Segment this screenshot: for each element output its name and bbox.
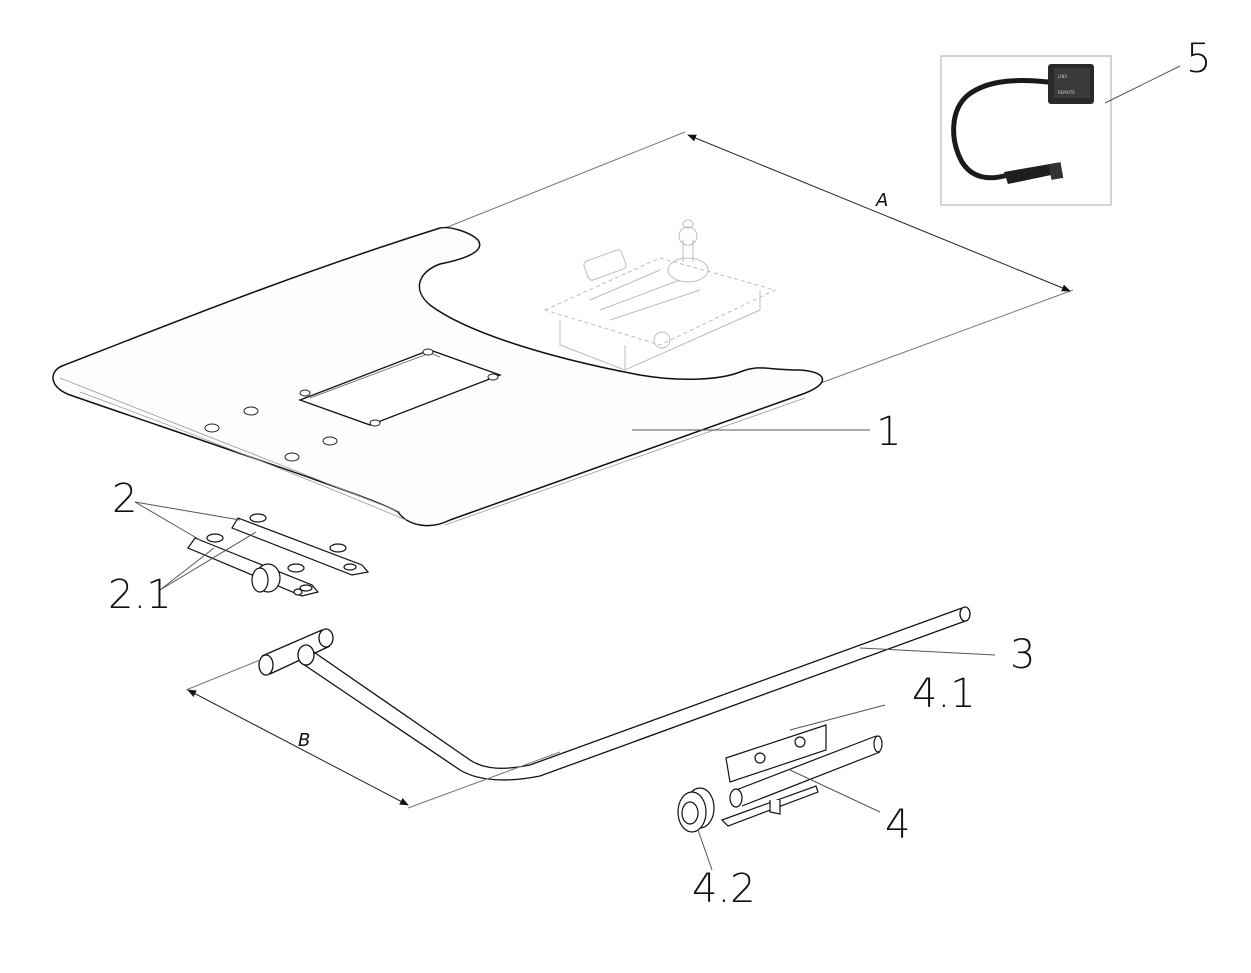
label-part-4-1: 4.1 <box>912 671 976 717</box>
leader-2a <box>134 501 241 521</box>
part-4-2-knob <box>677 787 715 833</box>
label-part-4-2: 4.2 <box>692 866 756 912</box>
part-4-clamp <box>720 724 883 827</box>
dimension-b-label: B <box>298 730 310 751</box>
part-2-brackets <box>187 513 370 597</box>
dimension-a-label: A <box>875 190 888 211</box>
leader-4 <box>789 769 881 813</box>
label-part-1: 1 <box>876 409 901 455</box>
part-3-tube <box>258 606 971 781</box>
leader-5 <box>1104 65 1181 104</box>
leader-2-1b <box>159 531 257 591</box>
leader-2-1a <box>159 547 215 591</box>
leader-3 <box>859 647 996 656</box>
leader-4-2 <box>697 829 713 871</box>
part-5-inset: LiNX REMOTE <box>940 55 1112 206</box>
label-part-2-1: 2.1 <box>108 572 172 618</box>
dimension-a <box>439 131 1074 385</box>
label-part-4: 4 <box>885 802 910 848</box>
part-1-tray <box>52 226 823 527</box>
device-text-1: LiNX <box>1058 74 1067 79</box>
leader-4-1 <box>789 704 886 731</box>
label-part-3: 3 <box>1010 632 1035 678</box>
leader-2b <box>134 501 201 541</box>
label-part-5: 5 <box>1186 36 1211 82</box>
label-part-2: 2 <box>112 476 137 522</box>
device-text-2: REMOTE <box>1058 90 1075 95</box>
dimension-b <box>185 659 561 809</box>
controller-ghost <box>543 219 777 371</box>
